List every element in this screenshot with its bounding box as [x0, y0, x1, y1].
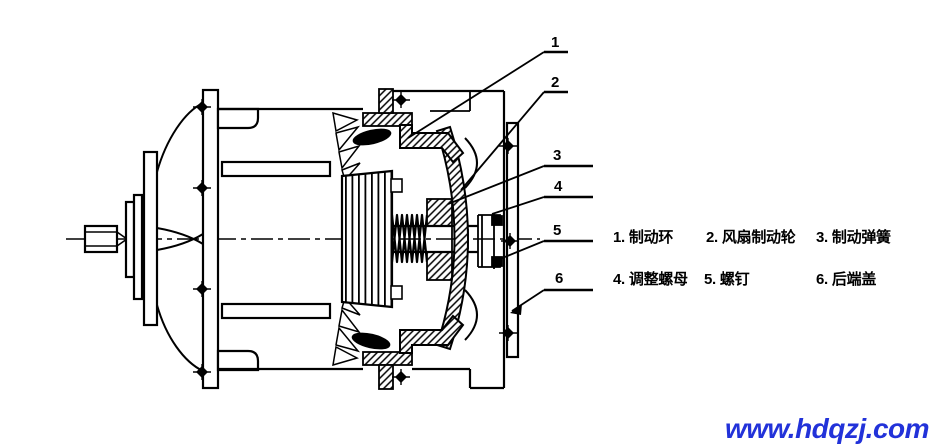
callout-number-1: 1 — [551, 34, 560, 51]
stator-bars — [220, 160, 332, 320]
rotor-core — [340, 169, 403, 309]
motor-body-outline — [218, 89, 504, 390]
front-endbell-curves — [156, 102, 204, 372]
website-watermark: www.hdqzj.com — [725, 413, 930, 444]
winding-lead-bottom — [351, 332, 391, 350]
fan-brake-wheel-cone — [399, 124, 469, 354]
set-screw-top — [491, 215, 503, 226]
callout-number-4: 4 — [554, 178, 563, 195]
leader-4 — [491, 195, 593, 215]
callout-number-3: 3 — [553, 147, 562, 164]
set-screw-bottom — [491, 256, 503, 267]
mounting-brackets — [362, 88, 413, 390]
output-shaft — [83, 224, 128, 254]
callout-number-5: 5 — [553, 222, 562, 239]
leader-2 — [460, 90, 568, 191]
leader-6-arrowhead — [510, 304, 522, 315]
adjusting-nut — [477, 213, 503, 269]
leader-3 — [447, 164, 593, 205]
callout-number-6: 6 — [555, 270, 564, 287]
winding-lead-top — [352, 128, 392, 146]
leader-6 — [510, 288, 593, 315]
brake-ring-arcs — [464, 137, 478, 341]
front-mounting-plate — [201, 88, 260, 390]
front-flange-plates — [124, 150, 159, 327]
callout-number-2: 2 — [551, 74, 560, 91]
brake-spring-coil — [390, 213, 429, 264]
leader-5 — [499, 239, 593, 260]
callout-leaders — [407, 50, 593, 315]
leader-1 — [407, 50, 568, 139]
